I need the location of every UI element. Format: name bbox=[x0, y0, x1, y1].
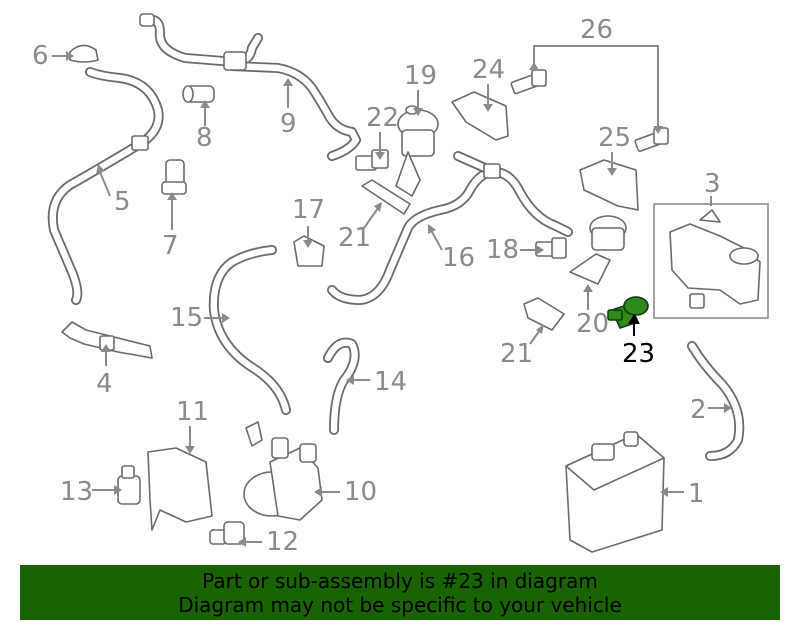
banner-line-1: Part or sub-assembly is #23 in diagram bbox=[202, 568, 598, 593]
bracket-11 bbox=[147, 447, 213, 531]
valve-19 bbox=[395, 105, 439, 197]
hose-2 bbox=[687, 341, 745, 461]
gasket-21-lower bbox=[523, 297, 565, 331]
callout-1[interactable]: 1 bbox=[688, 479, 705, 509]
banner-line-2: Diagram may not be specific to your vehi… bbox=[178, 592, 622, 617]
sensor-12 bbox=[209, 521, 245, 545]
callout-17[interactable]: 17 bbox=[292, 195, 325, 225]
hose-14 bbox=[323, 337, 360, 435]
bracket-25 bbox=[579, 159, 639, 211]
callout-26[interactable]: 26 bbox=[580, 15, 613, 45]
bolt-26-upper bbox=[510, 69, 547, 95]
callout-21-upper[interactable]: 21 bbox=[338, 223, 371, 253]
sensor-7 bbox=[161, 159, 187, 195]
callout-4[interactable]: 4 bbox=[96, 369, 113, 399]
sensor-4 bbox=[61, 321, 153, 359]
info-banner: Part or sub-assembly is #23 in diagram D… bbox=[20, 565, 780, 620]
canister-1 bbox=[565, 431, 665, 553]
callout-11[interactable]: 11 bbox=[176, 397, 209, 427]
callout-23-highlighted[interactable]: 23 bbox=[622, 339, 655, 369]
callout-25[interactable]: 25 bbox=[598, 123, 631, 153]
callout-24[interactable]: 24 bbox=[472, 55, 505, 85]
connector-8 bbox=[182, 85, 215, 103]
callout-16[interactable]: 16 bbox=[442, 243, 475, 273]
heat-shield-24 bbox=[451, 91, 509, 141]
bracket-17 bbox=[293, 235, 325, 267]
hose-9 bbox=[139, 13, 361, 161]
gasket-21-upper bbox=[361, 179, 411, 215]
sensor-13 bbox=[117, 465, 141, 505]
callout-15[interactable]: 15 bbox=[170, 303, 203, 333]
cap-6 bbox=[69, 44, 99, 63]
callout-2[interactable]: 2 bbox=[690, 395, 707, 425]
bolt-18 bbox=[535, 237, 567, 259]
callout-18[interactable]: 18 bbox=[486, 235, 519, 265]
assembly-3-box bbox=[653, 203, 769, 319]
pipe-5 bbox=[47, 67, 164, 305]
callout-3[interactable]: 3 bbox=[704, 169, 721, 199]
callout-22[interactable]: 22 bbox=[366, 103, 399, 133]
bolt-26-lower bbox=[634, 127, 669, 152]
pipe-16 bbox=[327, 151, 573, 305]
callout-12[interactable]: 12 bbox=[266, 527, 299, 557]
callout-9[interactable]: 9 bbox=[280, 109, 297, 139]
callout-6[interactable]: 6 bbox=[32, 41, 49, 71]
parts-diagram: 6 8 9 5 7 4 17 15 14 22 19 21 16 24 26 2… bbox=[32, 13, 769, 557]
callout-14[interactable]: 14 bbox=[374, 367, 407, 397]
callout-20[interactable]: 20 bbox=[576, 309, 609, 339]
callout-13[interactable]: 13 bbox=[60, 477, 93, 507]
air-pump-10 bbox=[243, 421, 323, 521]
bolt-23-highlighted[interactable] bbox=[607, 296, 649, 329]
callout-21-lower[interactable]: 21 bbox=[500, 339, 533, 369]
callout-10[interactable]: 10 bbox=[344, 477, 377, 507]
valve-20 bbox=[569, 215, 627, 285]
hose-15 bbox=[208, 245, 291, 415]
callout-8[interactable]: 8 bbox=[196, 123, 213, 153]
callout-19[interactable]: 19 bbox=[404, 61, 437, 91]
callout-7[interactable]: 7 bbox=[162, 231, 179, 261]
callout-5[interactable]: 5 bbox=[114, 187, 131, 217]
